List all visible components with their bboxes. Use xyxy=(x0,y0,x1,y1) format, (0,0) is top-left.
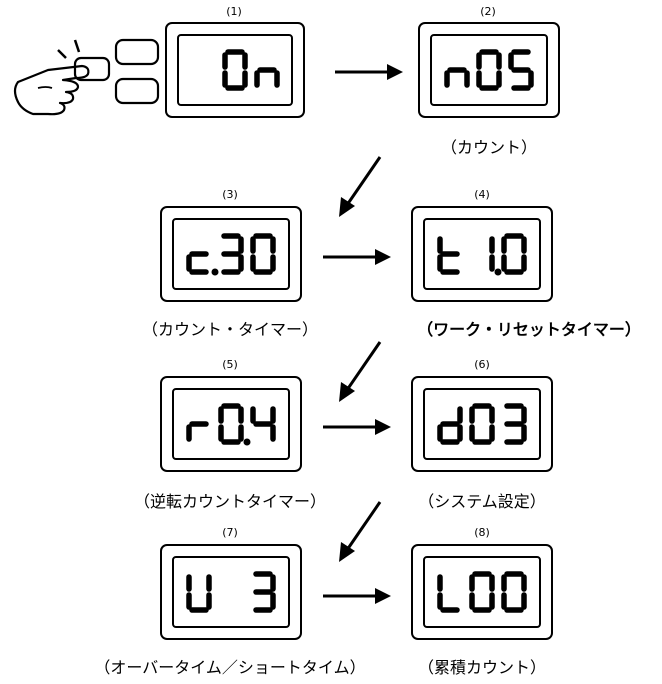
lcd-digit xyxy=(504,403,527,445)
lcd-digit xyxy=(489,236,502,276)
panel-caption: （逆転カウントタイマー） xyxy=(133,492,326,511)
lcd-digit xyxy=(250,233,276,275)
lcd-display xyxy=(411,376,553,472)
lcd-segments xyxy=(186,233,276,276)
panel-caption: （オーバータイム／ショートタイム） xyxy=(94,658,366,677)
lcd-digit xyxy=(221,233,244,275)
lcd-digit xyxy=(437,574,460,613)
panel-caption: （システム設定） xyxy=(418,492,546,511)
lcd-digit xyxy=(186,251,219,276)
lcd-display xyxy=(411,206,553,302)
arrow-down-left-icon xyxy=(339,501,382,562)
panel-caption: （ワーク・リセットタイマー） xyxy=(417,320,641,339)
lcd-segments xyxy=(186,403,276,446)
lcd-digit xyxy=(254,67,280,88)
panel-number: (8) xyxy=(474,526,490,539)
panel-number: (7) xyxy=(222,526,238,539)
lcd-digit xyxy=(218,403,251,446)
panel-number: (4) xyxy=(474,188,490,201)
arrow-down-left-icon xyxy=(339,341,382,402)
lcd-digit xyxy=(469,403,495,445)
lcd-display xyxy=(165,22,305,118)
panel-number: (5) xyxy=(222,358,238,371)
lcd-digit xyxy=(508,49,534,91)
lcd-digit xyxy=(186,574,212,613)
lcd-segments xyxy=(437,233,527,276)
lcd-digit xyxy=(437,406,463,445)
lcd-digit xyxy=(253,571,276,613)
lcd-segments xyxy=(186,571,276,613)
lcd-digit xyxy=(501,571,527,613)
push-button-icon xyxy=(114,77,160,105)
panel-caption: （カウント・タイマー） xyxy=(141,320,318,339)
lcd-decimal-point xyxy=(211,268,219,276)
lcd-digit xyxy=(476,49,502,91)
lcd-segments xyxy=(444,49,534,91)
lcd-digit xyxy=(469,571,495,613)
lcd-digit xyxy=(250,406,276,442)
arrow-right-icon xyxy=(323,249,391,265)
lcd-segments xyxy=(222,49,280,91)
lcd-display xyxy=(160,376,302,472)
panel-caption: （累積カウント） xyxy=(417,658,546,677)
panel-number: (2) xyxy=(480,5,496,18)
lcd-display xyxy=(160,544,302,640)
lcd-display xyxy=(411,544,553,640)
panel-number: (3) xyxy=(222,188,238,201)
lcd-display xyxy=(418,22,560,118)
lcd-digit xyxy=(444,67,470,88)
panel-number: (6) xyxy=(474,358,490,371)
lcd-digit xyxy=(222,49,248,91)
lcd-decimal-point xyxy=(243,438,251,446)
lcd-segments xyxy=(437,403,527,445)
push-button-icon xyxy=(114,38,160,66)
lcd-digit xyxy=(186,421,209,442)
pointing-hand-icon xyxy=(13,38,160,116)
lcd-segments xyxy=(437,571,527,613)
lcd-display xyxy=(160,206,302,302)
arrow-right-icon xyxy=(323,419,391,435)
arrow-right-icon xyxy=(335,64,403,80)
arrow-right-icon xyxy=(323,588,391,604)
lcd-digit xyxy=(501,233,527,275)
lcd-decimal-point xyxy=(494,268,502,276)
panel-caption: （カウント） xyxy=(440,138,537,157)
panel-number: (1) xyxy=(226,5,242,18)
arrow-down-left-icon xyxy=(339,156,382,217)
lcd-digit xyxy=(437,236,460,275)
